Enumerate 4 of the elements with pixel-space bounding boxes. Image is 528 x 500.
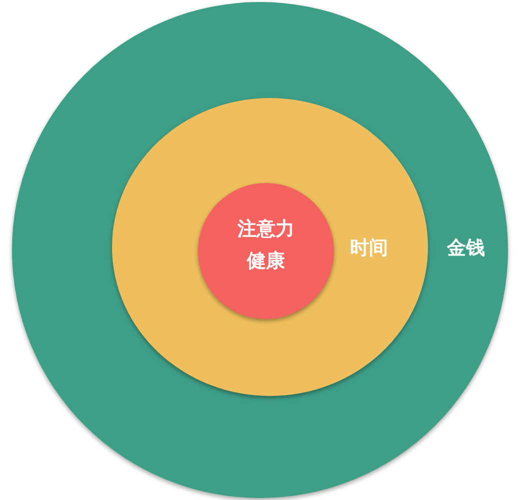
- circle-label: 健康: [246, 249, 286, 274]
- circle-label: 金钱: [447, 236, 485, 261]
- circle-label: 时间: [350, 236, 388, 261]
- circle-label: 注意力: [236, 217, 296, 242]
